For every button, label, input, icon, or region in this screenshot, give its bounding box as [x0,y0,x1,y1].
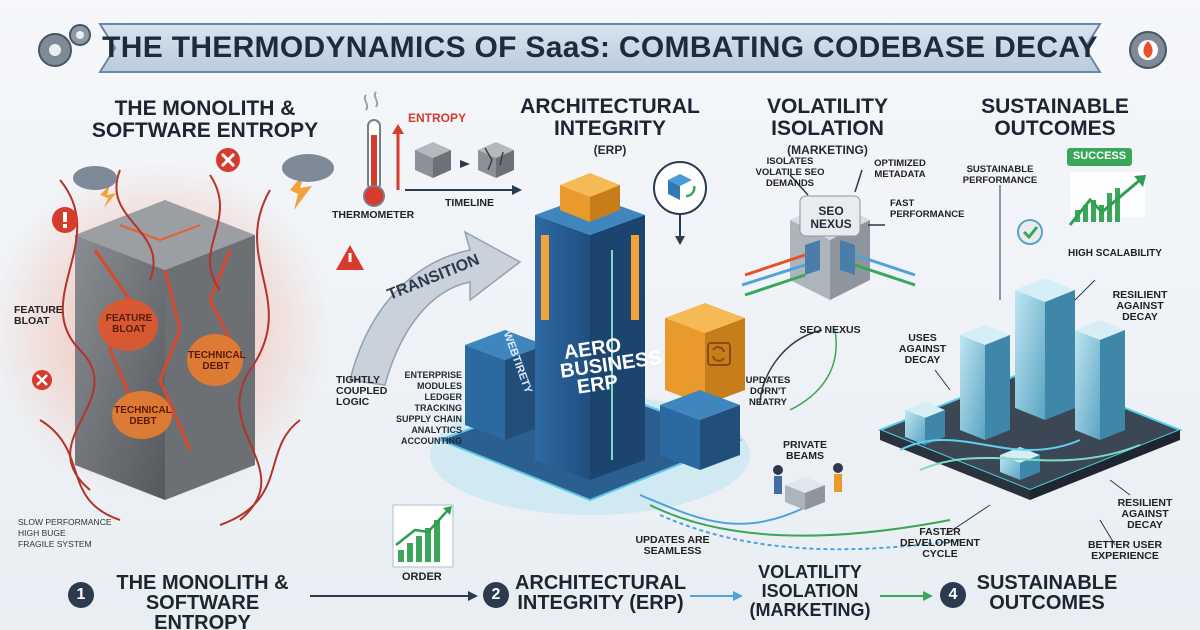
seamless-flow-lines [639,494,961,551]
seo-nexus-label: SEO NEXUS [799,324,861,336]
section-subheading-volatility: (MARKETING) [787,143,868,157]
section-subheading-erp: (ERP) [593,143,627,157]
thermometer-label: THERMOMETER [332,209,415,221]
timeline-label: TIMELINE [445,197,494,209]
sync-icon [653,161,707,245]
entropy-arrow [392,124,522,195]
bullet-item: SLOW PERFORMANCE [18,517,112,527]
section-heading-volatility: VOLATILITY ISOLATION [767,95,888,140]
module-item: SUPPLY CHAIN ANALYTICS [395,414,462,435]
step-text-3: VOLATILITY ISOLATION (MARKETING) [749,562,871,620]
block-label-technical-debt-2: TECHNICAL DEBT [114,405,172,427]
private-beams-label: PRIVATE BEAMS [783,439,827,462]
better-ux-label: BETTER USER EXPERIENCE [1087,539,1163,562]
step-text-4: SUSTAINABLE OUTCOMES [976,572,1118,614]
title-banner-shape [98,23,1102,73]
success-badge [1067,148,1132,166]
erp-modules [465,303,745,470]
bottom-step-arrows [310,591,933,601]
updates-dont-label: UPDATES DORN'T NEATRY [745,375,791,408]
seo-beams [741,253,916,297]
tangled-wires [39,169,301,526]
growth-chart-icon [1068,172,1146,226]
seo-nexus-cube [790,195,870,300]
tightly-coupled-label: TIGHTLY COUPLED LOGIC [336,374,388,408]
sync-module-icon [707,342,731,366]
uses-against-label: USES AGAINST DECAY [898,332,947,366]
error-icon [32,148,240,390]
entropy-label: ENTROPY [408,111,467,125]
flame-gear-icon [1129,31,1167,69]
thermometer-icon [363,91,385,207]
erp-modules-list: ENTERPRISE MODULES LEDGER TRACKING SUPPL… [382,370,462,447]
step-number-4: 4 [940,582,966,608]
module-item: ENTERPRISE MODULES [404,370,462,391]
seo-nexus-cube-text: SEO NEXUS [810,204,852,231]
warning-icon [52,207,364,270]
sustainable-performance-label: SUSTAINABLE PERFORMANCE [962,164,1038,186]
section-heading-monolith: THE MONOLITH & SOFTWARE ENTROPY [91,97,319,142]
gear-icon [38,24,91,67]
order-label: ORDER [402,571,442,583]
private-beams-workstation [773,463,843,510]
faster-dev-label: FASTER DEVELOPMENT CYCLE [900,526,980,560]
optimized-label: OPTIMIZED METADATA [874,158,926,180]
city-buildings [905,278,1125,480]
step-number-2: 2 [483,582,509,608]
order-chart-icon [392,504,454,568]
cloud-icon [73,154,334,190]
section-heading-erp: ARCHITECTURAL INTEGRITY [520,95,700,140]
monolith-bullets: SLOW PERFORMANCE HIGH BUGE FRAGILE SYSTE… [18,517,112,550]
monolith-feature-bloat-tag [98,299,158,351]
lightning-icon [100,172,312,210]
resilient-label-1: RESILIENT AGAINST DECAY [1112,289,1168,323]
fast-performance-label: FAST PERFORMANCE [890,198,965,220]
transition-arrow [349,230,522,386]
step-number-1: 1 [68,582,94,608]
block-label-technical-debt-1: TECHNICAL DEBT [188,350,246,372]
bullet-item: FRAGILE SYSTEM [18,539,92,549]
resilient-label-2: RESILIENT AGAINST DECAY [1117,497,1173,531]
updates-seamless-label: UPDATES ARE SEAMLESS [635,534,710,557]
success-badge-text: SUCCESS [1072,150,1127,162]
step-text-1: THE MONOLITH & SOFTWARE ENTROPY [116,572,289,630]
cube-cracked [478,142,514,178]
outcome-callout-lines [934,185,1131,546]
city-data-streams [899,439,1141,471]
module-item: ACCOUNTING [401,436,462,446]
step-text-2: ARCHITECTURAL INTEGRITY (ERP) [514,572,687,614]
check-icon [1017,219,1043,245]
erp-tower-text: AERO BUSINESS ERP [558,334,664,399]
seo-callout-lines [759,169,885,411]
block-label-feature-bloat: FEATURE BLOAT [105,313,153,335]
feature-bloat-label: FEATURE BLOAT [14,304,63,327]
monolith-tech-debt-tag-2 [112,391,172,439]
erp-tower [535,173,645,480]
section-heading-outcomes: SUSTAINABLE OUTCOMES [981,95,1129,140]
monolith-tech-debt-tag-1 [187,334,243,386]
bullet-item: HIGH BUGE [18,528,66,538]
high-scalability-label: HIGH SCALABILITY [1068,248,1162,259]
isolates-label: ISOLATES VOLATILE SEO DEMANDS [755,156,825,189]
cube-intact [415,142,451,178]
module-item: LEDGER TRACKING [414,392,463,413]
page-title: THE THERMODYNAMICS OF SaaS: COMBATING CO… [102,31,1098,64]
